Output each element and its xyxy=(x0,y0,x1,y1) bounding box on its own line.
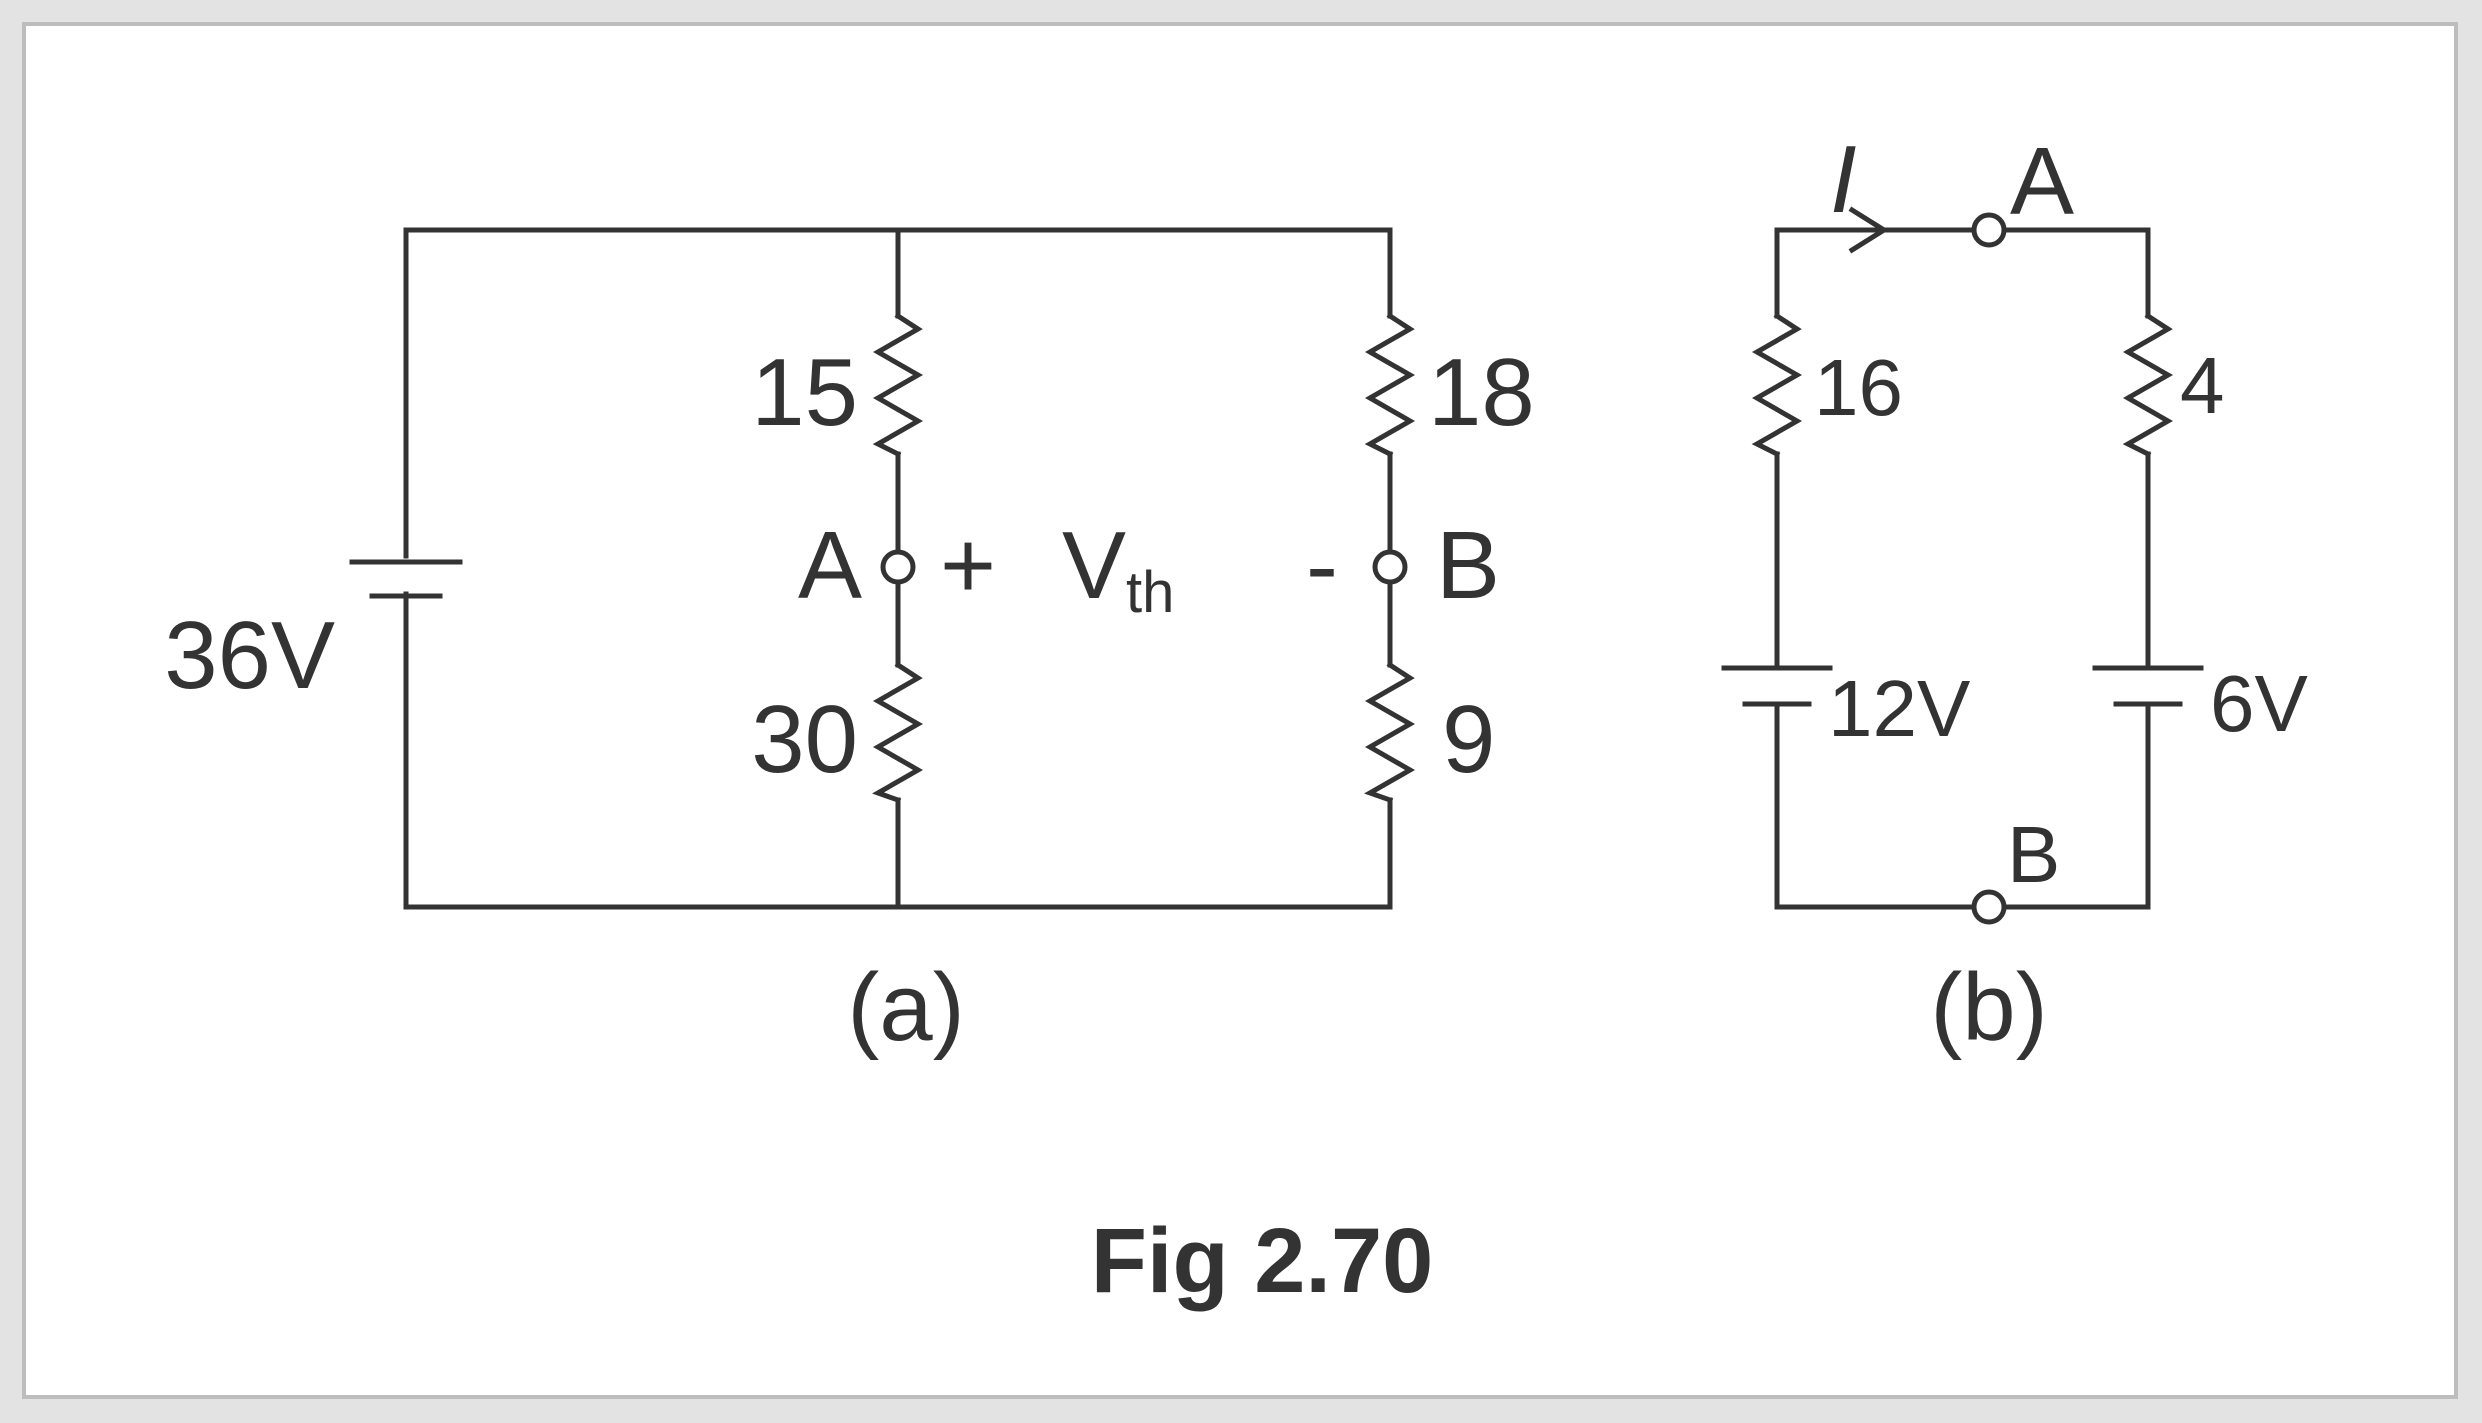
plus-sign: + xyxy=(940,512,996,619)
node-b-a-terminal xyxy=(1971,212,2007,248)
resistor-label-16: 16 xyxy=(1814,343,1903,432)
source-label-6v: 6V xyxy=(2210,659,2308,748)
vth-main: V xyxy=(1062,512,1126,619)
resistor-18 xyxy=(1364,312,1416,458)
wire-b-top-left xyxy=(1774,227,1977,319)
wire-b-bottom-right xyxy=(2001,701,2151,910)
resistor-30 xyxy=(872,661,924,804)
wire-b-top-right xyxy=(2001,227,2151,319)
figure-caption: Fig 2.70 xyxy=(1091,1210,1434,1312)
node-b-label: B xyxy=(1436,512,1500,619)
source-label-12v: 12V xyxy=(1828,664,1971,753)
resistor-4 xyxy=(2122,312,2174,458)
wire-b-bottom-left xyxy=(1774,701,1977,910)
source-label-36v: 36V xyxy=(164,602,335,709)
node-b-a-label: A xyxy=(2010,128,2074,235)
resistor-15 xyxy=(872,312,924,458)
sublabel-b: (b) xyxy=(1930,954,2047,1061)
vth-subscript: th xyxy=(1126,560,1174,625)
node-b-terminal xyxy=(1372,549,1408,585)
vth-label: Vth xyxy=(1062,512,1174,625)
node-b-b-label: B xyxy=(2007,810,2060,899)
resistor-label-30: 30 xyxy=(751,686,858,793)
minus-sign: - xyxy=(1306,512,1338,619)
resistor-label-4: 4 xyxy=(2180,341,2225,430)
circuit-b: I A B 16 4 12V 6V (b) xyxy=(1721,126,2308,1061)
sublabel-a: (a) xyxy=(847,954,964,1061)
resistor-9 xyxy=(1364,661,1416,804)
resistor-label-9: 9 xyxy=(1442,686,1495,793)
figure-panel xyxy=(22,22,2458,1399)
circuit-a: 36V 15 30 18 9 A B + - Vth (a) xyxy=(164,227,1535,1061)
node-a-terminal xyxy=(880,549,916,585)
node-b-b-terminal xyxy=(1971,889,2007,925)
resistor-label-18: 18 xyxy=(1428,339,1535,446)
node-a-label: A xyxy=(798,512,862,619)
current-arrow-icon xyxy=(1848,206,1889,254)
resistor-16 xyxy=(1751,312,1803,458)
current-label: I xyxy=(1830,126,1857,233)
resistor-label-15: 15 xyxy=(751,339,858,446)
